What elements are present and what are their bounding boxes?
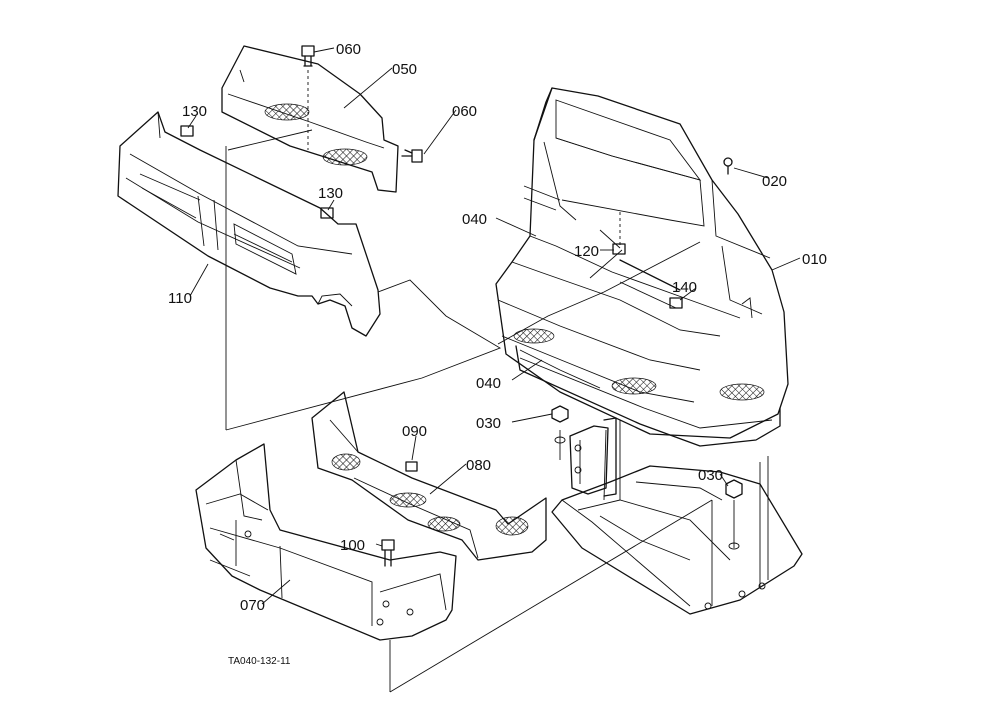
part-labels: 060 050 060 130 130 110 020 010 040 120 …: [168, 41, 827, 667]
part-110-front-grille: [117, 111, 381, 337]
clip-130-right: [320, 207, 334, 219]
part-010-bonnet: [495, 87, 789, 439]
part-080-lower-panel: [311, 391, 547, 561]
bumper-bar: [515, 345, 781, 447]
label-080: 080: [466, 457, 491, 474]
bolt-060-side: [401, 149, 423, 163]
vertical-posts: [759, 456, 769, 588]
label-100: 100: [340, 537, 365, 554]
label-010: 010: [802, 251, 827, 268]
label-060-top: 060: [336, 41, 361, 58]
label-140: 140: [672, 279, 697, 296]
label-040-upper: 040: [462, 211, 487, 228]
label-030-right: 030: [698, 467, 723, 484]
label-090: 090: [402, 423, 427, 440]
bracket-upright: [569, 417, 617, 497]
label-110: 110: [168, 290, 192, 307]
bolt-100: [381, 539, 395, 567]
bolt-060-top: [301, 45, 315, 67]
label-120: 120: [574, 243, 599, 260]
label-070: 070: [240, 597, 265, 614]
label-130-right: 130: [318, 185, 343, 202]
nut-120: [612, 243, 626, 255]
leader-lines: [187, 47, 801, 605]
label-040-lower: 040: [476, 375, 501, 392]
clip-130-left: [180, 125, 194, 137]
label-030-left: 030: [476, 415, 501, 432]
label-020: 020: [762, 173, 787, 190]
assembly-lines: [225, 70, 735, 693]
clip-090: [405, 461, 418, 472]
drawing-code: TA040-132-11: [228, 656, 291, 667]
label-060-side: 060: [452, 103, 477, 120]
label-130-left: 130: [182, 103, 207, 120]
part-050-upper-panel: [221, 45, 399, 193]
screw-020: [723, 157, 733, 175]
base-plate: [551, 465, 803, 615]
part-070-lower-frame: [195, 443, 457, 641]
label-050: 050: [392, 61, 417, 78]
